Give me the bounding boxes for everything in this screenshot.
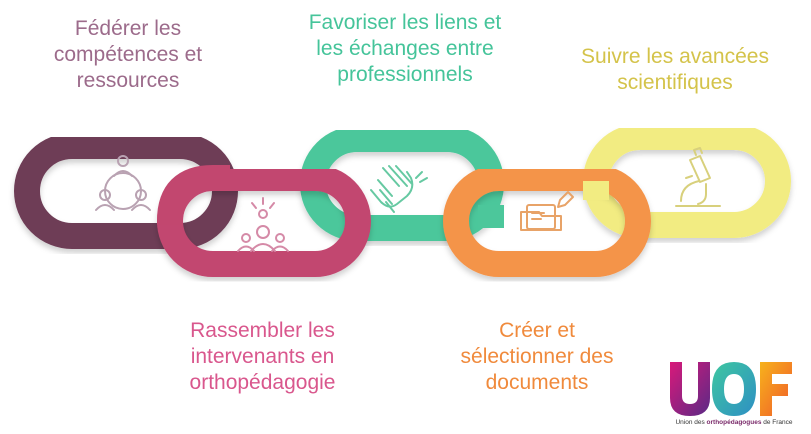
uof-logo bbox=[670, 362, 792, 416]
goal-science-label: Suivre les avancées scientifiques bbox=[581, 45, 769, 94]
clapping-hands-icon bbox=[370, 165, 428, 213]
logo-letter-u bbox=[670, 362, 710, 416]
logo-caption: Union des orthopédagogues de France bbox=[675, 419, 793, 426]
document-edit-icon bbox=[520, 191, 574, 231]
goal-documents-label: Créer et sélectionner des documents bbox=[460, 319, 614, 394]
gathering-people-icon bbox=[237, 197, 289, 252]
chain-link-4 bbox=[443, 165, 651, 277]
logo-letter-f bbox=[760, 362, 792, 416]
microscope-icon bbox=[675, 147, 721, 207]
goal-federate-label: Fédérer les compétences et ressources bbox=[53, 17, 203, 92]
goal-gather-label: Rassembler les intervenants en orthopéda… bbox=[189, 319, 336, 394]
goal-exchange-label: Favoriser les liens et les échanges entr… bbox=[308, 11, 502, 86]
team-network-icon bbox=[95, 155, 151, 211]
logo-letter-o bbox=[712, 362, 756, 416]
